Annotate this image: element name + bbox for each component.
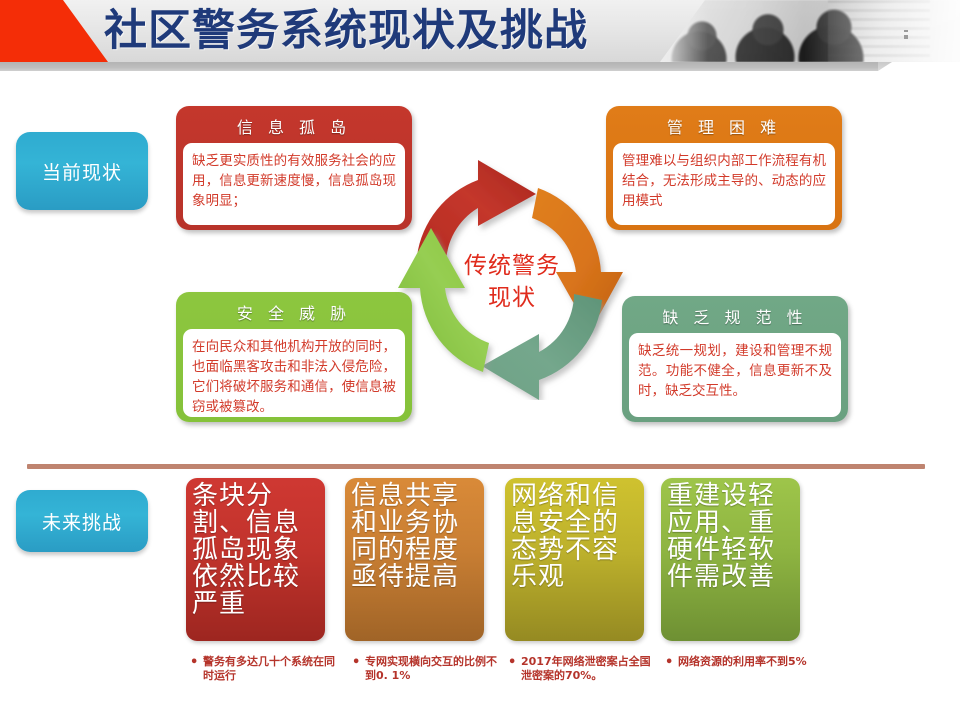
card-lack-of-standards-body: 缺乏统一规划，建设和管理不规范。功能不健全，信息更新不及时，缺乏交互性。 xyxy=(629,333,841,417)
card-information-island[interactable]: 信 息 孤 岛 缺乏更实质性的有效服务社会的应用，信息更新速度慢，信息孤岛现象明… xyxy=(176,106,412,230)
card-security-threat-title: 安 全 威 胁 xyxy=(236,304,352,323)
cycle-arrow-green xyxy=(398,228,489,372)
challenge-note-sharing: • 专网实现横向交互的比例不到0. 1% xyxy=(352,655,498,682)
challenge-note-hardware-software-text: 网络资源的利用率不到5% xyxy=(678,655,807,668)
card-security-threat-body: 在向民众和其他机构开放的同时，也面临黑客攻击和非法入侵危险，它们将破坏服务和通信… xyxy=(183,329,405,417)
challenge-note-cybersecurity: • 2017年网络泄密案占全国泄密案的70%。 xyxy=(508,655,654,682)
business-people-photo xyxy=(660,0,960,62)
header-underbar xyxy=(0,62,878,71)
bullet-icon: • xyxy=(665,655,674,670)
bullet-icon: • xyxy=(190,655,199,670)
challenge-card-segmentation[interactable]: 条块分割、信息孤岛现象依然比较严重 xyxy=(186,478,325,641)
section-label-future-challenges[interactable]: 未来挑战 xyxy=(16,490,148,552)
challenge-note-hardware-software: • 网络资源的利用率不到5% xyxy=(665,655,811,669)
cycle-arrow-orange xyxy=(532,188,623,332)
cycle-arrow-teal xyxy=(482,294,602,400)
section-label-current-status[interactable]: 当前现状 xyxy=(16,132,148,210)
challenge-card-hardware-software[interactable]: 重建设轻应用、重硬件轻软件需改善 xyxy=(661,478,800,641)
red-wedge-decoration xyxy=(0,0,108,62)
section-label-future-challenges-text: 未来挑战 xyxy=(41,511,122,534)
card-security-threat[interactable]: 安 全 威 胁 在向民众和其他机构开放的同时，也面临黑客攻击和非法入侵危险，它们… xyxy=(176,292,412,422)
challenge-note-sharing-text: 专网实现横向交互的比例不到0. 1% xyxy=(365,655,497,682)
section-divider xyxy=(27,464,925,469)
bullet-icon: • xyxy=(352,655,361,670)
cycle-arrow-red xyxy=(417,160,536,265)
card-lack-of-standards-title: 缺 乏 规 范 性 xyxy=(662,308,808,327)
challenge-card-sharing[interactable]: 信息共享和业务协同的程度亟待提高 xyxy=(345,478,484,641)
bullet-icon: • xyxy=(508,655,517,670)
header-banner: 社区警务系统现状及挑战 xyxy=(0,0,960,62)
card-management-difficulty-body: 管理难以与组织内部工作流程有机结合，无法形成主导的、动态的应用模式 xyxy=(613,143,835,225)
section-label-current-status-text: 当前现状 xyxy=(41,161,122,184)
decorative-dots-icon xyxy=(904,30,908,39)
cycle-diagram: 传统警务 现状 xyxy=(386,160,638,400)
challenge-note-cybersecurity-text: 2017年网络泄密案占全国泄密案的70%。 xyxy=(521,655,651,682)
card-lack-of-standards[interactable]: 缺 乏 规 范 性 缺乏统一规划，建设和管理不规范。功能不健全，信息更新不及时，… xyxy=(622,296,848,422)
card-information-island-title: 信 息 孤 岛 xyxy=(236,118,352,137)
card-management-difficulty[interactable]: 管 理 困 难 管理难以与组织内部工作流程有机结合，无法形成主导的、动态的应用模… xyxy=(606,106,842,230)
challenge-card-cybersecurity[interactable]: 网络和信息安全的态势不容乐观 xyxy=(505,478,644,641)
page-title: 社区警务系统现状及挑战 xyxy=(104,6,588,56)
card-information-island-body: 缺乏更实质性的有效服务社会的应用，信息更新速度慢，信息孤岛现象明显； xyxy=(183,143,405,225)
challenge-note-segmentation: • 警务有多达几十个系统在同时运行 xyxy=(190,655,336,682)
card-management-difficulty-title: 管 理 困 难 xyxy=(666,118,782,137)
challenge-note-segmentation-text: 警务有多达几十个系统在同时运行 xyxy=(203,655,335,682)
